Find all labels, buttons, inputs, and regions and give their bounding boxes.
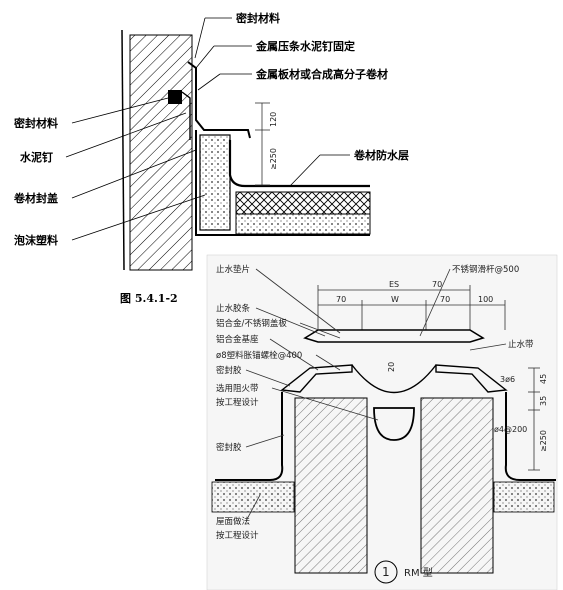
label-base: 铝合金基座 — [216, 334, 259, 345]
dim-3phi6: 3ø6 — [500, 375, 515, 384]
top-detail: 120 ≥250 密封材料 金属压条水泥钉固定 金属板材或合成高分子卷材 卷材防… — [13, 11, 409, 305]
top-flashing — [187, 61, 251, 139]
top-wall — [129, 34, 193, 271]
label-waterproof-layer: 卷材防水层 — [353, 148, 409, 162]
label-fire-band: 选用阻火带 — [216, 383, 259, 394]
label-waterstop-strip: 止水胶条 — [216, 303, 251, 314]
dim-70a: 70 — [336, 295, 346, 304]
dim-120: 120 — [269, 112, 278, 127]
bottom-detail: ES W 70 70 100 70 20 45 35 ≥250 3ø6 — [206, 254, 558, 590]
label-cover: 铝合金/不锈钢盖板 — [216, 318, 287, 329]
dim-phi4: ø4@200 — [494, 425, 527, 434]
label-slide-rod: 不锈钢滑杆@500 — [452, 264, 519, 275]
label-anchor-bolt: ø8塑料胀锚螺栓@400 — [216, 350, 302, 361]
dim-es: ES — [389, 280, 399, 289]
label-metal-sheet: 金属板材或合成高分子卷材 — [255, 67, 388, 81]
label-sealant-top: 密封材料 — [236, 11, 280, 25]
dim-35: 35 — [539, 396, 548, 406]
dim-w: W — [391, 295, 399, 304]
top-membrane — [228, 140, 370, 188]
dim-45: 45 — [539, 374, 548, 384]
label-per-design-2: 按工程设计 — [216, 530, 259, 541]
dim-20: 20 — [387, 362, 396, 372]
fire-band — [373, 407, 415, 441]
label-membrane-cap: 卷材封盖 — [13, 191, 58, 205]
label-roof-build-up: 屋面做法 — [216, 516, 250, 527]
dim-70b: 70 — [440, 295, 450, 304]
bottom-panel — [206, 254, 558, 590]
label-per-design-1: 按工程设计 — [216, 397, 259, 408]
type-label: RM 型 — [404, 566, 433, 579]
left-base — [280, 364, 353, 393]
water-stop — [351, 364, 437, 393]
label-sealant-left: 密封材料 — [14, 116, 58, 130]
dim-250: ≥250 — [269, 148, 278, 170]
label-foam: 泡沫塑料 — [14, 233, 58, 247]
dim-70c: 70 — [432, 280, 442, 289]
figure-caption: 图 5.4.1-2 — [120, 292, 178, 305]
top-seal-block — [168, 90, 182, 104]
label-sealant-1: 密封胶 — [216, 365, 242, 376]
label-metal-strip: 金属压条水泥钉固定 — [255, 39, 355, 53]
dim-250b: ≥250 — [539, 430, 548, 452]
label-water-band: 止水带 — [508, 339, 534, 350]
left-roof-build-up — [211, 481, 295, 513]
top-insulation — [235, 191, 371, 215]
top-upturn-foam — [199, 134, 231, 231]
right-wall — [420, 397, 494, 574]
detail-circle — [374, 560, 398, 584]
left-wall — [294, 397, 368, 574]
label-sealant-2: 密封胶 — [216, 442, 242, 453]
dim-100: 100 — [478, 295, 493, 304]
top-slab — [235, 213, 371, 235]
right-roof-build-up — [493, 481, 555, 513]
label-cement-nail: 水泥钉 — [20, 150, 53, 164]
detail-number: 1 — [382, 565, 390, 579]
right-base — [435, 364, 508, 393]
label-waterstop-pad: 止水垫片 — [216, 264, 250, 275]
